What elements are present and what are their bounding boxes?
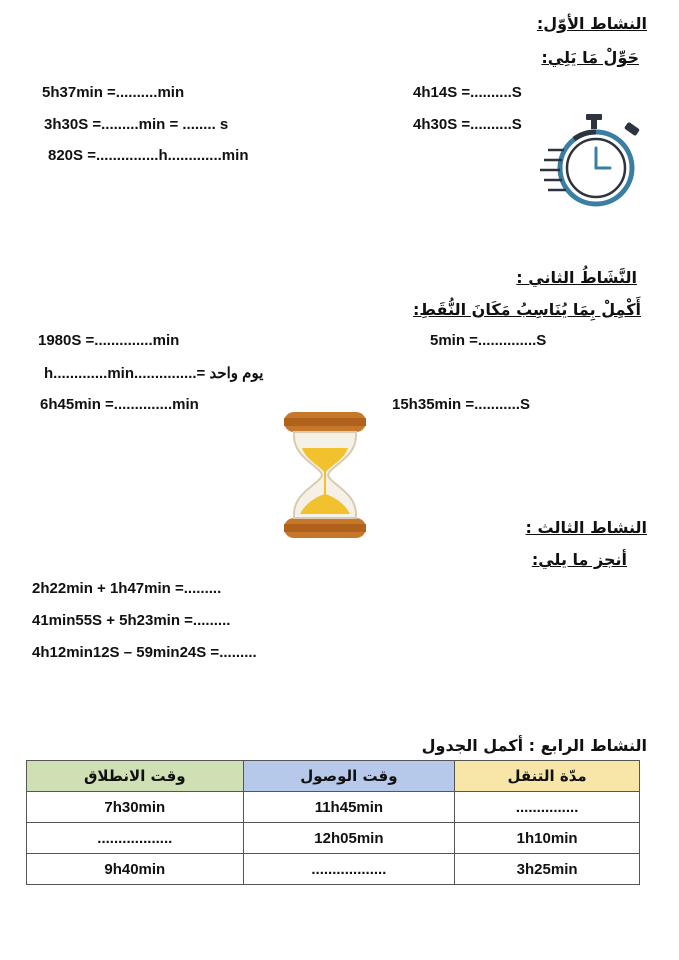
activity1-instruction: حَوِّلْ مَا يَلِي: — [541, 48, 639, 67]
table-cell: 11h45min — [242, 791, 456, 823]
table-cell: ............... — [454, 791, 640, 823]
schedule-table: وقت الانطلاق وقت الوصول مدّة التنقل 7h30… — [26, 760, 640, 885]
table-cell: 3h25min — [454, 853, 640, 885]
activity3-line-3: 4h12min12S – 59min24S =......... — [32, 644, 257, 661]
activity2-title: النَّشَاطُ الثاني : — [516, 268, 637, 287]
table-row: 7h30min 11h45min ............... — [26, 791, 640, 823]
activity2-left-line-1: 1980S =..............min — [38, 332, 180, 349]
activity2-right-line-2: 15h35min =...........S — [392, 396, 530, 413]
activity3-title: النشاط الثالث : — [525, 518, 647, 537]
activity2-left-line-2: يوم واحد =...............h.............m… — [44, 365, 264, 382]
activity1-right-line-1: 4h14S =..........S — [413, 84, 522, 101]
activity3-instruction: أنجز ما يلي: — [531, 550, 627, 569]
table-cell: .................. — [242, 853, 456, 885]
table-row: 9h40min .................. 3h25min — [26, 853, 640, 885]
header-duration: مدّة التنقل — [454, 760, 640, 792]
activity3-line-1: 2h22min + 1h47min =......... — [32, 580, 222, 597]
table-row: .................. 12h05min 1h10min — [26, 822, 640, 854]
activity1-left-line-1: 5h37min =..........min — [42, 84, 185, 101]
activity2-instruction: أَكْمِلْ بِمَا يُنَاسِبُ مَكَانَ النُّقَ… — [413, 300, 641, 319]
activity1-left-line-2: 3h30S =.........min = ........ s — [44, 116, 229, 133]
hourglass-icon — [284, 412, 366, 538]
activity1-left-line-3: 820S =...............h.............min — [48, 147, 249, 164]
activity2-left-line-3: 6h45min =..............min — [40, 396, 199, 413]
stopwatch-icon — [540, 114, 640, 207]
table-cell: .................. — [26, 822, 244, 854]
activity3-line-2: 41min55S + 5h23min =......... — [32, 612, 231, 629]
table-cell: 9h40min — [26, 853, 244, 885]
activity4-title: النشاط الرابع : أكمل الجدول — [421, 736, 647, 755]
table-cell: 7h30min — [26, 791, 244, 823]
table-cell: 12h05min — [242, 822, 456, 854]
header-arrival: وقت الوصول — [242, 760, 456, 792]
activity2-right-line-1: 5min =..............S — [430, 332, 547, 349]
header-departure: وقت الانطلاق — [26, 760, 244, 792]
table-cell: 1h10min — [454, 822, 640, 854]
activity1-right-line-2: 4h30S =..........S — [413, 116, 522, 133]
activity1-title: النشاط الأوّل: — [536, 14, 647, 33]
table-header-row: وقت الانطلاق وقت الوصول مدّة التنقل — [26, 760, 640, 792]
